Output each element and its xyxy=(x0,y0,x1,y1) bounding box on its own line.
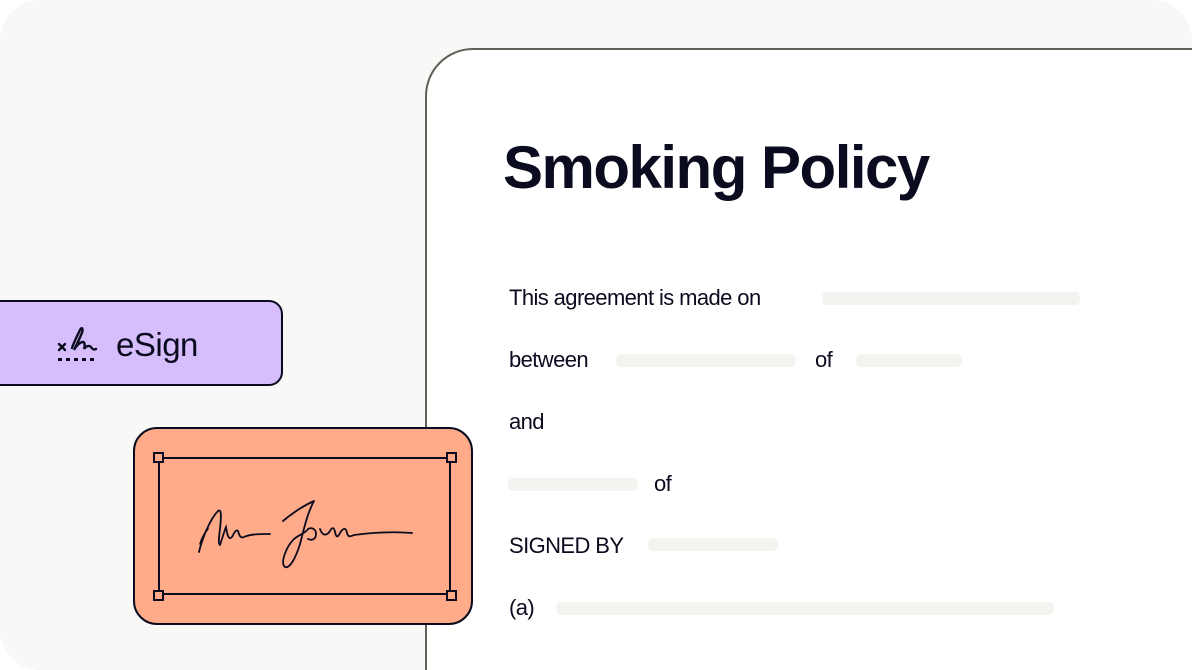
document-page xyxy=(425,48,1192,670)
signature-selection-frame xyxy=(158,457,451,595)
signed-by-label: SIGNED BY xyxy=(509,533,624,558)
item-a-label: (a) xyxy=(509,595,535,620)
resize-handle-top-right[interactable] xyxy=(446,452,457,463)
resize-handle-bottom-left[interactable] xyxy=(153,590,164,601)
handwritten-signature-icon xyxy=(198,500,413,569)
between-label: between xyxy=(509,347,589,372)
party-one-name-field[interactable] xyxy=(616,354,796,367)
party-two-name-field[interactable] xyxy=(508,478,638,491)
of-label-2: of xyxy=(654,471,672,496)
resize-handle-top-left[interactable] xyxy=(153,452,164,463)
and-label: and xyxy=(509,409,545,434)
agreement-date-field[interactable] xyxy=(822,292,1080,305)
agreement-date-label: This agreement is made on xyxy=(509,285,761,310)
party-one-address-field[interactable] xyxy=(856,354,962,367)
signature-icon xyxy=(57,327,98,361)
esign-label: eSign xyxy=(116,326,198,363)
of-label-1: of xyxy=(815,347,833,372)
item-a-field[interactable] xyxy=(556,602,1054,615)
signature-card[interactable] xyxy=(133,427,473,625)
document-title: Smoking Policy xyxy=(503,134,930,201)
signed-by-field[interactable] xyxy=(648,538,778,551)
esign-badge[interactable]: eSign xyxy=(0,300,283,386)
resize-handle-bottom-right[interactable] xyxy=(446,590,457,601)
